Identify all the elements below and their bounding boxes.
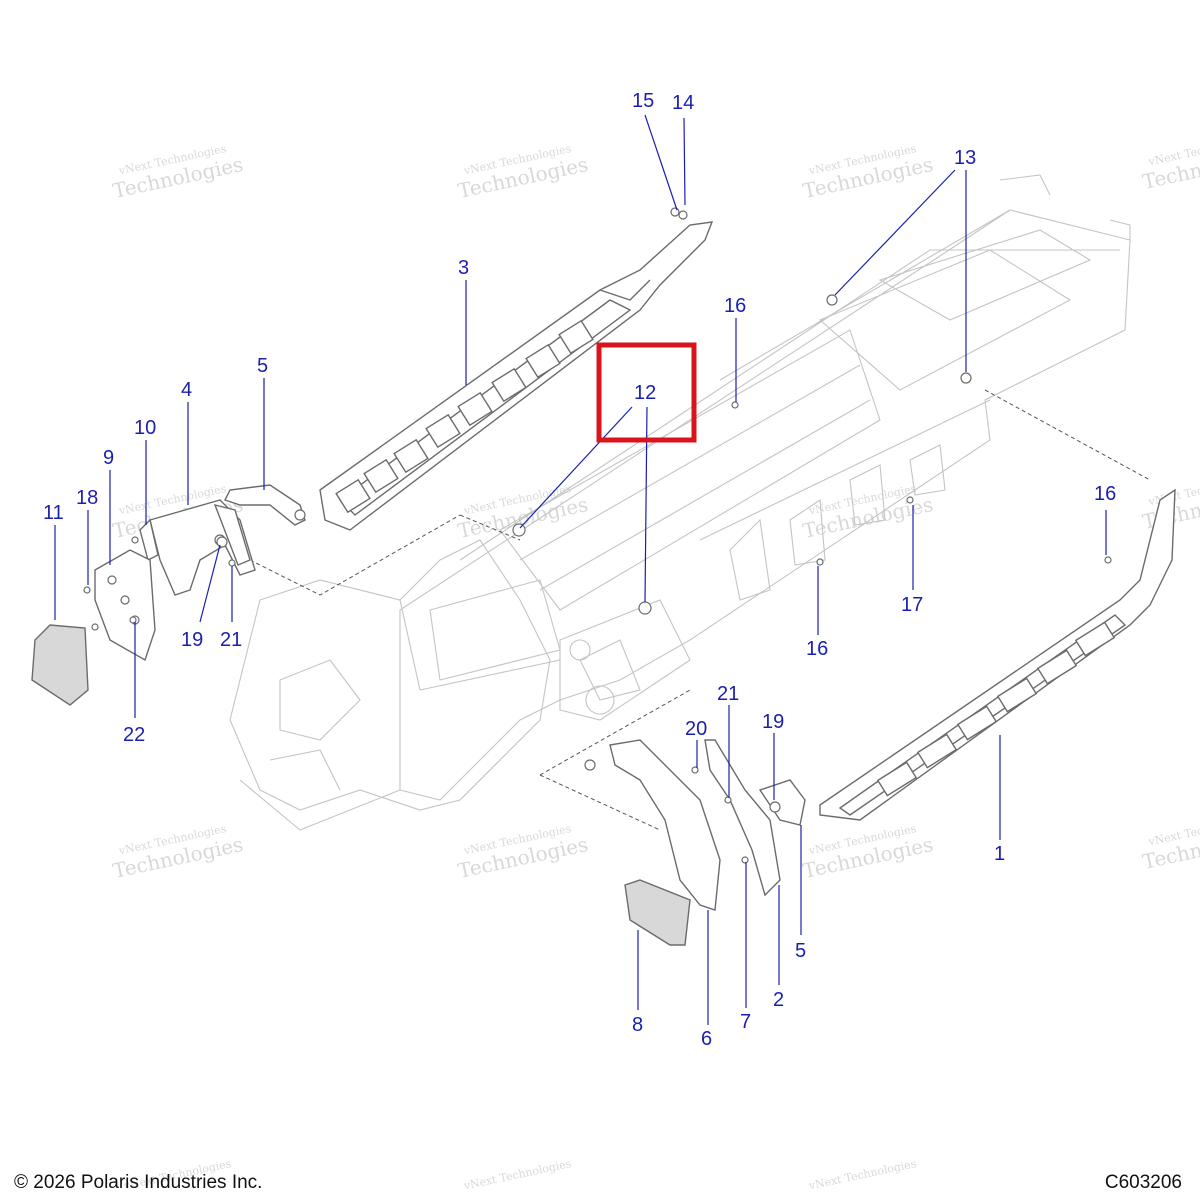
callout-16-c: 16 [806, 638, 828, 660]
callout-5-b: 5 [795, 940, 806, 962]
watermark: vNext Technologies Technologies [801, 142, 935, 203]
watermark: vNext Technologies Technologies [1140, 813, 1200, 874]
callout-5-a: 5 [257, 355, 268, 377]
watermark: vNext Technologies Technologies [456, 822, 590, 883]
running-board-lower-cutouts [876, 621, 1116, 797]
running-board-upper-cutouts [335, 319, 594, 514]
callout-8: 8 [632, 1014, 643, 1036]
callout-19-a: 19 [181, 629, 203, 651]
watermark: vNext Technologies Technologies [111, 142, 245, 203]
callout-20: 20 [685, 718, 707, 740]
callout-16-b: 16 [1094, 483, 1116, 505]
watermark: vNext Technologies Technologies [456, 142, 590, 203]
callout-1: 1 [994, 843, 1005, 865]
callout-9: 9 [103, 447, 114, 469]
right-fasteners [691, 766, 781, 864]
callout-19-b: 19 [762, 711, 784, 733]
callout-4: 4 [181, 379, 192, 401]
highlight-box-12 [596, 342, 697, 443]
watermark-text: vNext Technologies [462, 1157, 573, 1193]
right-pad-8 [624, 879, 691, 946]
watermark-text: vNext Technologies [807, 1157, 918, 1193]
watermark: vNext Technologies [462, 1157, 573, 1193]
leader-12b [644, 406, 648, 603]
callout-17: 17 [901, 594, 923, 616]
watermark: vNext Technologies Technologies [1140, 133, 1200, 194]
running-board-upper [319, 221, 714, 531]
left-fasteners [83, 536, 236, 631]
right-plate-6 [584, 739, 721, 911]
callout-13: 13 [954, 147, 976, 169]
callout-14: 14 [672, 92, 694, 114]
assembly-lines [249, 389, 1151, 831]
callout-18: 18 [76, 487, 98, 509]
callout-6: 6 [701, 1028, 712, 1050]
front-bulkhead [229, 539, 691, 831]
callout-15: 15 [632, 90, 654, 112]
figure-id: C603206 [1104, 1172, 1182, 1193]
callout-3: 3 [458, 257, 469, 279]
running-board-lower [819, 488, 1176, 821]
leader-14 [683, 117, 686, 206]
chassis-tunnel [399, 174, 1131, 801]
left-plate-9 [94, 549, 156, 662]
callout-16-a: 16 [724, 295, 746, 317]
callout-22: 22 [123, 724, 145, 746]
leader-12a [519, 406, 633, 529]
callout-21-b: 21 [717, 683, 739, 705]
callout-11: 11 [43, 502, 64, 524]
callout-2: 2 [773, 989, 784, 1011]
leader-15 [644, 114, 678, 211]
right-bracket-2 [704, 739, 806, 897]
left-pad-11 [31, 624, 89, 706]
left-bracket-assembly [139, 484, 306, 596]
leader-13a [834, 169, 956, 296]
callouts: 15 14 13 3 16 12 5 4 10 9 18 11 19 21 22… [43, 90, 1116, 1050]
leader-19a [199, 544, 221, 623]
callout-21-a: 21 [220, 629, 242, 651]
chassis-fasteners [512, 207, 1112, 615]
watermark: vNext Technologies Technologies [801, 822, 935, 883]
watermark: vNext Technologies Technologies [111, 822, 245, 883]
callout-12: 12 [634, 382, 656, 404]
callout-10: 10 [134, 417, 156, 439]
copyright-text: © 2026 Polaris Industries Inc. [14, 1172, 263, 1193]
callout-7: 7 [740, 1011, 751, 1033]
leader-lines [54, 114, 1107, 1025]
watermark: vNext Technologies [807, 1157, 918, 1193]
